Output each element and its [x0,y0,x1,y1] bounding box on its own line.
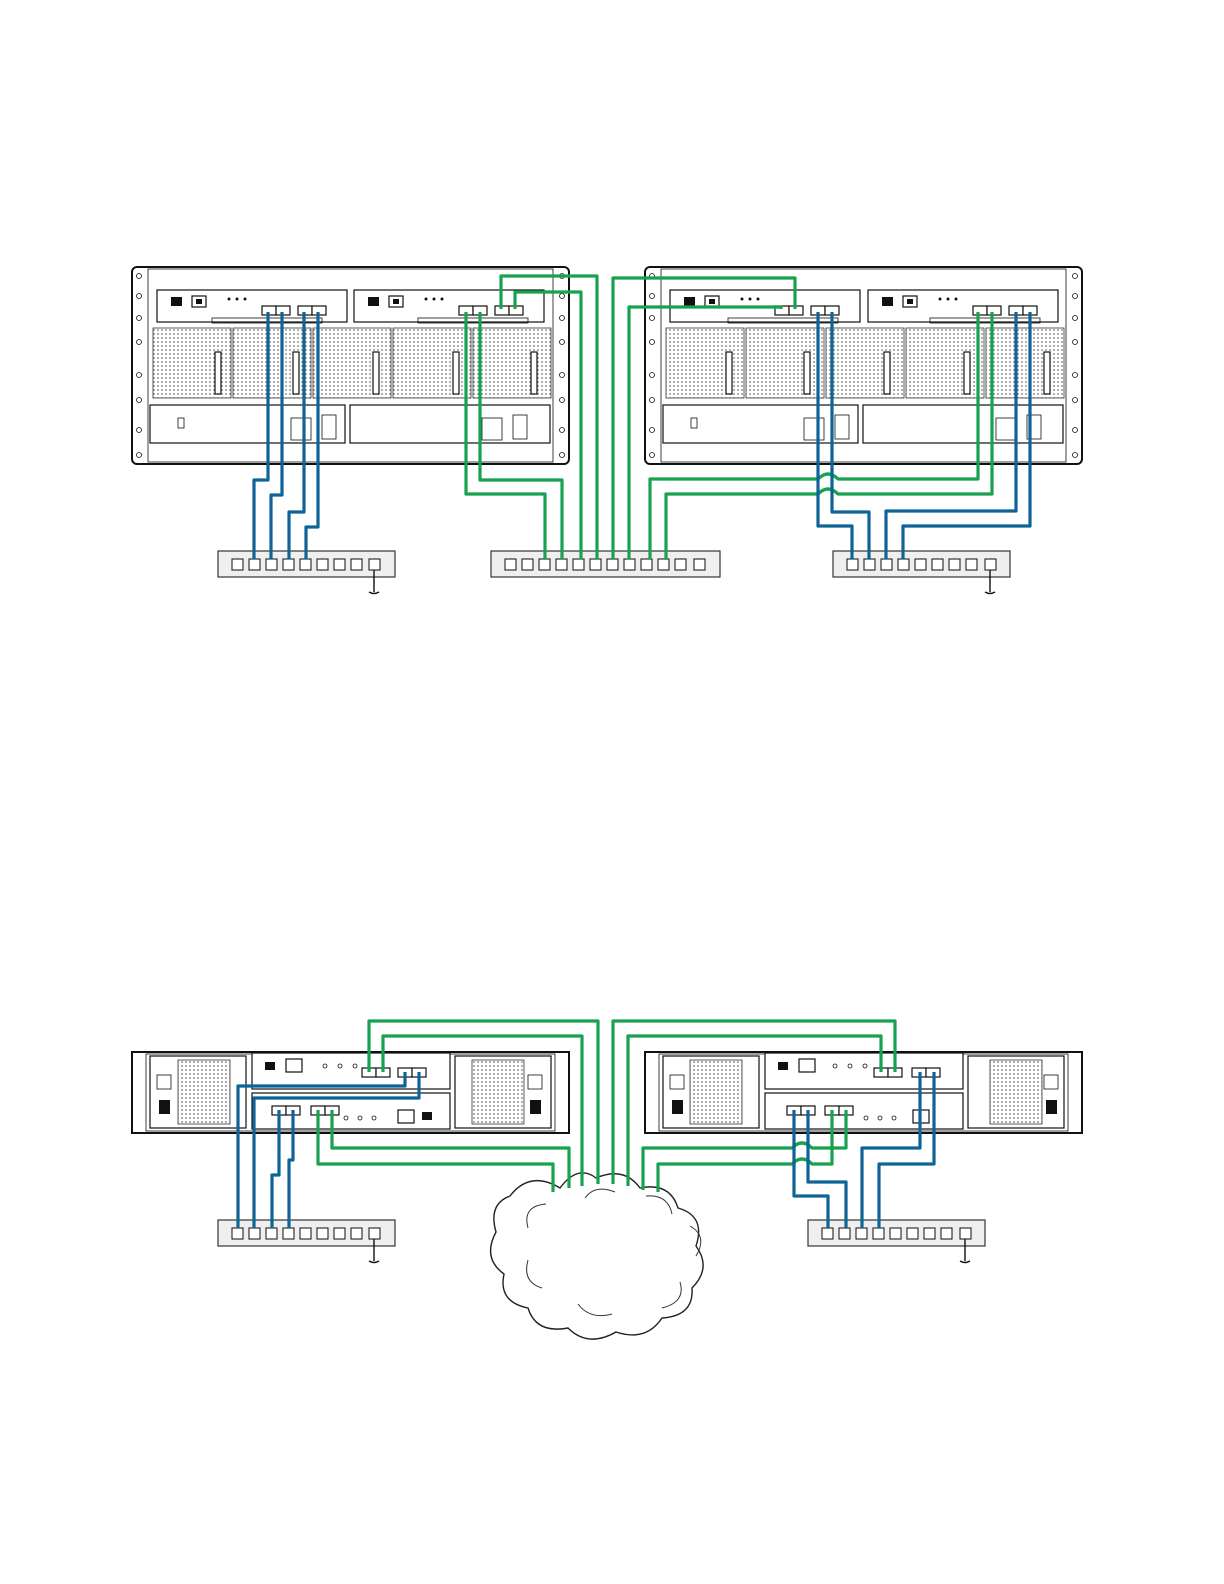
bottom-host-switch-right [808,1220,985,1263]
top-replication-switch [491,551,720,577]
top-host-switch-right [833,551,1010,594]
bottom-left-storage-array [132,1052,569,1133]
top-diagram [132,267,1082,594]
power-supply-right [455,1056,551,1128]
power-supply-left [150,1056,246,1128]
network-cloud-icon [491,1173,704,1339]
bottom-diagram [132,1021,1082,1339]
fan-modules [666,328,1064,398]
fan-modules [153,328,551,398]
power-supplies [150,405,550,443]
power-supply-left [663,1056,759,1128]
power-supplies [663,405,1063,443]
top-left-storage-array [132,267,569,464]
power-supply-right [968,1056,1064,1128]
bottom-host-switch-left [218,1220,395,1263]
bottom-right-storage-array [645,1052,1082,1133]
